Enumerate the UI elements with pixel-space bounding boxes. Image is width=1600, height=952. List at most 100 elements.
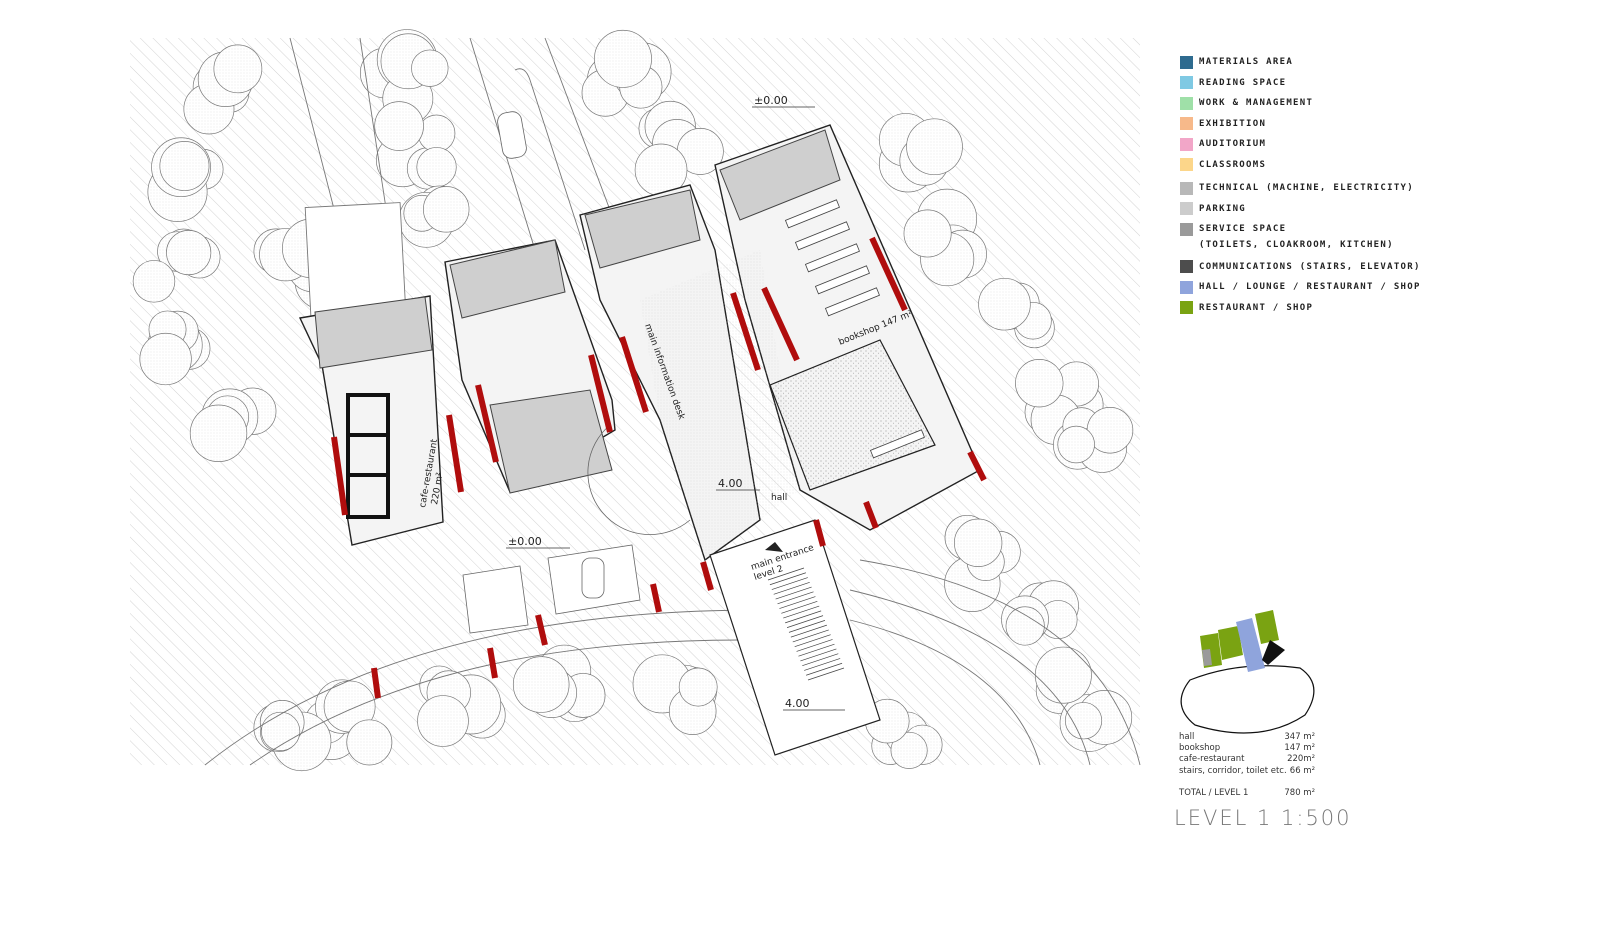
tree-canopy <box>890 732 928 769</box>
stair-step <box>775 586 812 600</box>
legend-label: COMMUNICATIONS (STAIRS, ELEVATOR) <box>1199 261 1421 272</box>
area-total-name: TOTAL / LEVEL 1 <box>1179 787 1249 798</box>
tree-canopy <box>159 141 210 191</box>
tree-canopy <box>133 260 175 303</box>
entrance-ramp <box>709 519 881 756</box>
parking-bays <box>462 111 641 634</box>
tree-canopy <box>1057 426 1095 463</box>
stair-step <box>805 662 843 676</box>
stair-step <box>800 648 837 662</box>
tree-canopy <box>416 147 457 187</box>
legend-label: MATERIALS AREA <box>1199 57 1294 68</box>
area-name: bookshop <box>1179 743 1221 754</box>
stair-step <box>769 572 807 586</box>
tree-canopy <box>594 30 652 88</box>
entrance-stairs <box>767 567 845 681</box>
area-row: cafe-restaurant 220m² <box>1179 754 1315 765</box>
stair-step <box>779 596 816 609</box>
area-name: cafe-restaurant <box>1179 754 1245 765</box>
roads <box>204 37 1141 766</box>
bookshelves <box>784 199 925 459</box>
legend-label: CLASSROOMS <box>1199 159 1267 170</box>
area-value: 220m² <box>1287 754 1315 765</box>
legend-sublabel: (TOILETS, CLOAKROOM, KITCHEN) <box>1199 239 1394 250</box>
stair-step <box>788 620 826 633</box>
level-mark-top: ±0.00 <box>754 94 788 107</box>
tree-canopy <box>1005 606 1045 646</box>
tree-canopy <box>166 230 211 275</box>
legend-label: TECHNICAL (MACHINE, ELECTRICITY) <box>1199 183 1414 194</box>
red-walls <box>331 236 987 699</box>
legend-item: PARKING <box>1180 199 1421 220</box>
legend-swatch <box>1180 96 1193 110</box>
area-name: hall <box>1179 732 1195 742</box>
legend-swatch <box>1180 280 1193 294</box>
key-plan <box>1180 610 1315 734</box>
tree-canopy <box>411 49 449 87</box>
legend-item: READING SPACE <box>1180 73 1421 94</box>
tree-canopy <box>190 405 247 462</box>
tree-canopy <box>139 333 192 385</box>
legend-swatch <box>1180 202 1193 216</box>
area-row: hall 347 m² <box>1179 732 1315 743</box>
level-mark-hall: 4.00 <box>718 477 743 490</box>
legend-label: HALL / LOUNGE / RESTAURANT / SHOP <box>1199 282 1421 293</box>
stair-step <box>785 610 822 624</box>
tree-canopy <box>903 209 952 258</box>
legend-label: AUDITORIUM <box>1199 139 1267 150</box>
legend-swatch <box>1180 117 1193 131</box>
legend-label: WORK & MANAGEMENT <box>1199 98 1314 109</box>
legend-item: AUDITORIUM <box>1180 134 1421 155</box>
tree-canopy <box>978 278 1031 331</box>
tree-canopy <box>324 680 376 733</box>
stair-step <box>783 605 820 619</box>
terraces <box>314 129 841 494</box>
tree-canopy <box>423 186 470 233</box>
area-total-row: TOTAL / LEVEL 1 780 m² <box>1179 788 1315 799</box>
tree-canopy <box>1065 702 1102 739</box>
legend-swatch <box>1180 55 1193 69</box>
stair-step <box>771 577 808 590</box>
tree-canopy <box>346 719 392 765</box>
legend: MATERIALS AREA READING SPACE WORK & MANAGE… <box>1180 52 1421 318</box>
stair-step <box>786 615 824 628</box>
level-mark-ramp: 4.00 <box>785 697 810 710</box>
legend-item: COMMUNICATIONS (STAIRS, ELEVATOR) <box>1180 257 1421 278</box>
area-row: bookshop 147 m² <box>1179 743 1315 754</box>
legend-swatch <box>1180 137 1193 151</box>
legend-item: EXHIBITION <box>1180 114 1421 135</box>
tree-canopy <box>1054 361 1099 407</box>
legend-swatch <box>1180 222 1193 236</box>
area-row: stairs, corridor, toilet etc.66 m² <box>1179 766 1315 777</box>
tree-canopy <box>679 668 718 707</box>
site-ground <box>130 38 1140 765</box>
tree-canopy <box>417 695 469 747</box>
plan-title: LEVEL 1 1:500 <box>1174 806 1352 830</box>
legend-label: PARKING <box>1199 203 1247 214</box>
stair-step <box>777 591 814 605</box>
legend-swatch <box>1180 301 1193 315</box>
toilet-block <box>346 393 390 519</box>
legend-item: WORK & MANAGEMENT <box>1180 93 1421 114</box>
area-total-value: 780 m² <box>1284 787 1315 798</box>
legend-item: HALL / LOUNGE / RESTAURANT / SHOP <box>1180 277 1421 298</box>
legend-swatch <box>1180 260 1193 274</box>
legend-swatch <box>1180 158 1193 172</box>
legend-swatch <box>1180 181 1193 195</box>
stair-step <box>781 601 818 614</box>
area-table: hall 347 m² bookshop 147 m² cafe-restaurant 2… <box>1179 732 1315 799</box>
stair-step <box>796 639 833 652</box>
stair-step <box>807 667 845 681</box>
entrance-canopy <box>587 424 691 535</box>
area-value: 347 m² <box>1284 732 1315 742</box>
tree-canopy <box>374 101 424 151</box>
tree-canopy <box>635 144 687 196</box>
stair-step <box>804 658 841 671</box>
area-value: 147 m² <box>1284 743 1315 754</box>
stair-step <box>792 629 829 643</box>
atrium-garden <box>769 339 936 491</box>
legend-swatch <box>1180 76 1193 90</box>
stair-step <box>767 567 805 581</box>
legend-item: SERVICE SPACE <box>1180 219 1421 240</box>
